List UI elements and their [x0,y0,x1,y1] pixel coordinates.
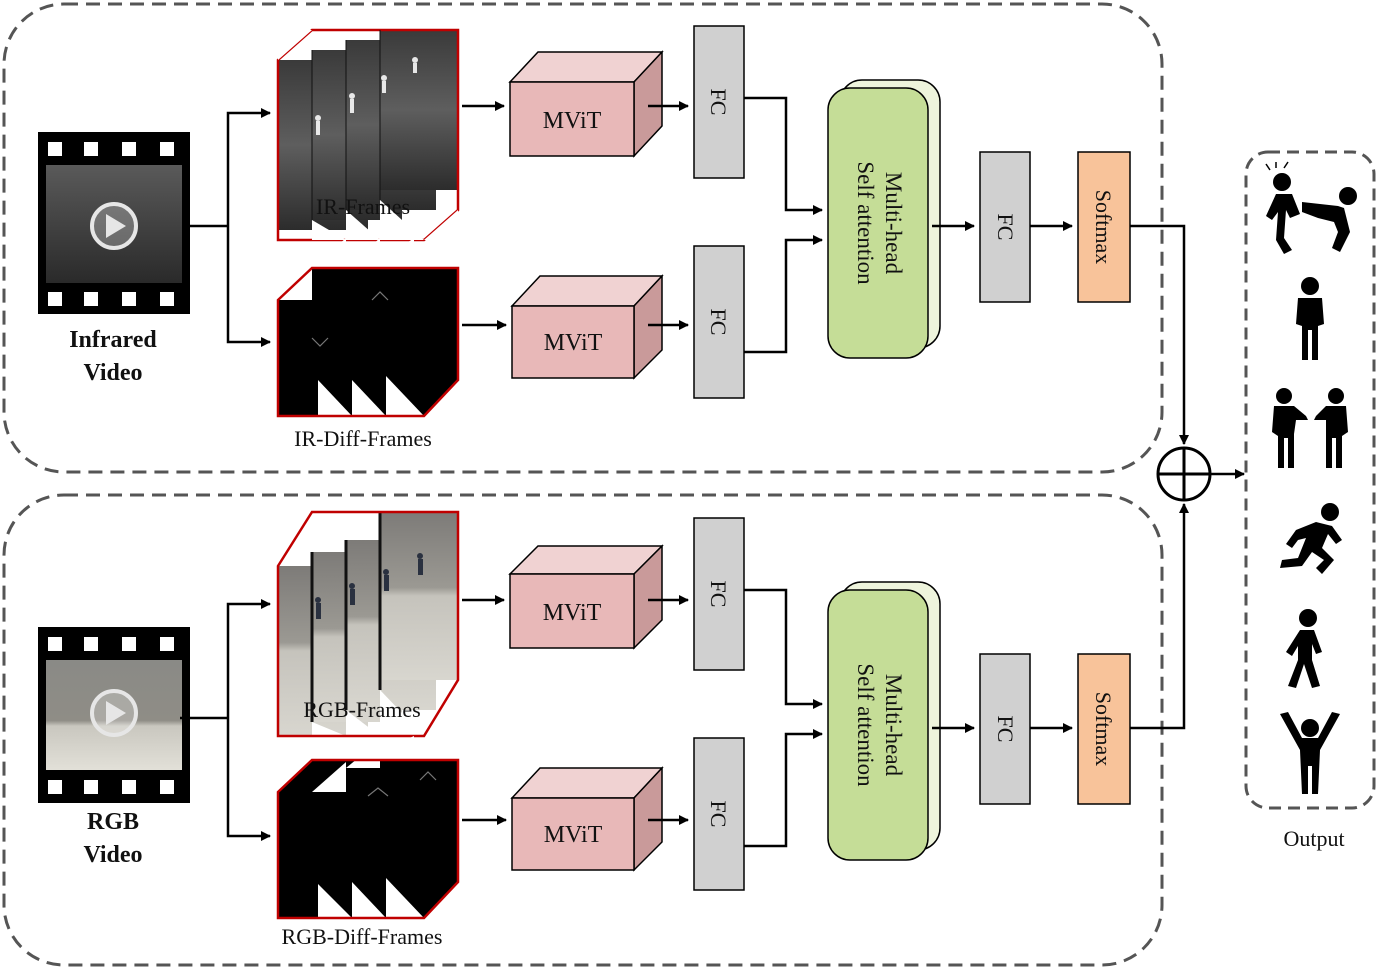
ir-video-label-1: Infrared [69,327,157,353]
ir-fc-block-1 [693,25,745,179]
rgb-frames-label: RGB-Frames [303,697,420,722]
ir-stream-container [2,2,1164,474]
rgb-video-label-1: RGB [87,809,139,835]
rgb-stream-container [2,493,1164,967]
ir-mvit-block-2 [510,274,664,380]
ir-fc-block-3 [979,151,1031,303]
ir-frames-label: IR-Frames [316,194,410,219]
rgb-video-label-2: Video [83,842,142,868]
ir-fc-label-1: FC [706,89,731,116]
rgb-fc-block-1 [693,517,745,671]
rgb-fc-label-2: FC [706,801,731,828]
running-icon [1280,503,1342,574]
ir-attention-block [827,87,929,359]
ir-video-label-2: Video [83,360,142,386]
rgb-video-icon [38,627,190,803]
rgb-mvit-label-1: MViT [543,600,602,626]
rgb-diff-frames-label: RGB-Diff-Frames [282,924,443,949]
rgb-fc-block-3 [979,653,1031,805]
rgb-diff-frames-stack [276,736,460,920]
rgb-mvit-block-1 [508,544,664,650]
ir-attention-label-1: Multi-head [881,172,906,275]
output-container [1244,150,1376,810]
output-label: Output [1283,826,1344,851]
rgb-softmax-label: Softmax [1091,692,1116,767]
ir-connectors [190,96,1189,445]
rgb-fc-label-3: FC [993,716,1018,743]
ir-softmax-label: Softmax [1091,190,1116,265]
ir-attention-label-2: Self attention [853,161,878,285]
rgb-fc-block-2 [693,737,745,891]
ir-frames-stack [276,28,460,242]
ir-mvit-label-2: MViT [544,330,603,356]
ir-fc-label-3: FC [993,214,1018,241]
standing-icon [1296,277,1324,360]
fusion-sum-icon [1156,446,1212,502]
walking-icon [1286,609,1322,688]
ir-mvit-block-1 [508,50,664,158]
rgb-frames-stack [276,510,460,738]
rgb-mvit-label-2: MViT [544,822,603,848]
arms-raised-icon [1280,712,1340,794]
ir-mvit-label-1: MViT [543,108,602,134]
ir-fc-block-2 [693,245,745,399]
rgb-mvit-block-2 [510,766,664,872]
rgb-connectors [180,503,1189,848]
infrared-video-icon [38,132,190,314]
rgb-fc-label-1: FC [706,581,731,608]
rgb-attention-label-2: Self attention [853,663,878,787]
rgb-attention-label-1: Multi-head [881,674,906,777]
rgb-attention-block [827,589,929,861]
ir-diff-frames-label: IR-Diff-Frames [294,426,432,451]
handshake-icon [1272,388,1348,468]
fighting-icon [1265,161,1357,254]
ir-softmax-block [1077,151,1131,303]
ir-fc-label-2: FC [706,309,731,336]
ir-diff-frames-stack [276,238,460,418]
